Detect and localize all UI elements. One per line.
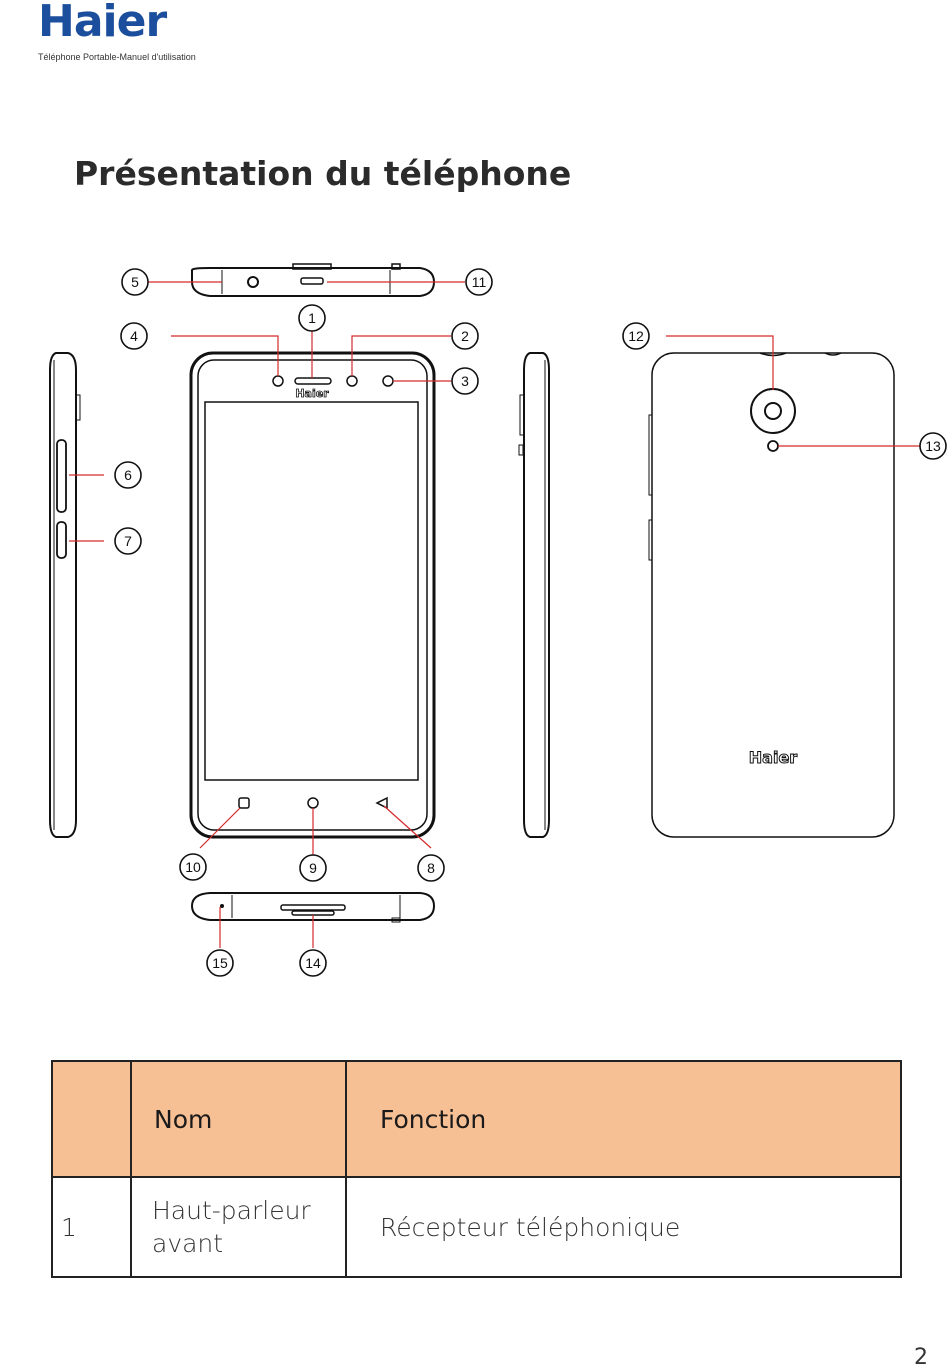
header-name: Nom: [131, 1061, 346, 1177]
phone-front-view: Haier: [191, 353, 434, 837]
phone-back-view: Haier: [649, 353, 894, 837]
back-key: [377, 798, 387, 808]
callout-12: 12: [623, 323, 649, 349]
callout-leaders: [69, 282, 920, 948]
header-function: Fonction: [346, 1061, 901, 1177]
svg-text:9: 9: [309, 860, 317, 876]
svg-text:4: 4: [130, 328, 138, 344]
table-row: 1 Haut-parleur avant Récepteur téléphoni…: [52, 1177, 901, 1277]
header-number: [52, 1061, 131, 1177]
page-number: 2: [914, 1345, 928, 1370]
front-camera: [347, 376, 357, 386]
svg-text:13: 13: [925, 438, 941, 454]
row-function: Récepteur téléphonique: [346, 1177, 901, 1277]
earpiece: [295, 378, 331, 384]
svg-text:11: 11: [472, 274, 487, 290]
svg-text:2: 2: [461, 328, 469, 344]
home-key: [308, 798, 318, 808]
svg-text:15: 15: [212, 955, 228, 971]
callout-5: 5: [122, 269, 148, 295]
component-table: Nom Fonction 1 Haut-parleur avant Récept…: [51, 1060, 902, 1278]
callout-15: 15: [207, 950, 233, 976]
callout-3: 3: [452, 368, 478, 394]
callout-14: 14: [300, 950, 326, 976]
svg-text:10: 10: [185, 859, 201, 875]
row-name: Haut-parleur avant: [131, 1177, 346, 1277]
svg-text:3: 3: [461, 373, 469, 389]
svg-text:7: 7: [124, 533, 132, 549]
volume-key: [57, 440, 66, 512]
front-sensor: [273, 376, 283, 386]
svg-text:14: 14: [305, 955, 321, 971]
callout-2: 2: [452, 323, 478, 349]
row-number: 1: [52, 1177, 131, 1277]
callout-11: 11: [466, 269, 492, 295]
table-header-row: Nom Fonction: [52, 1061, 901, 1177]
flash: [768, 441, 778, 451]
phone-left-side: [50, 353, 80, 837]
callout-8: 8: [418, 855, 444, 881]
svg-text:12: 12: [628, 328, 644, 344]
menu-key: [239, 798, 249, 808]
phone-right-side: [519, 353, 549, 837]
phone-diagram: Haier Haier: [0, 0, 950, 1000]
callout-9: 9: [300, 855, 326, 881]
svg-text:8: 8: [427, 860, 435, 876]
front-logo: Haier: [295, 387, 329, 400]
callout-4: 4: [121, 323, 147, 349]
callout-6: 6: [115, 462, 141, 488]
rear-camera: [751, 389, 795, 433]
callout-10: 10: [180, 854, 206, 880]
callout-7: 7: [115, 528, 141, 554]
proximity-sensor: [383, 376, 393, 386]
svg-text:5: 5: [131, 274, 139, 290]
back-logo: Haier: [749, 748, 798, 767]
phone-top-edge: [192, 264, 434, 296]
svg-text:6: 6: [124, 467, 132, 483]
callout-13: 13: [920, 433, 946, 459]
svg-text:1: 1: [308, 310, 316, 326]
callout-1: 1: [299, 305, 325, 331]
power-key: [57, 522, 66, 558]
